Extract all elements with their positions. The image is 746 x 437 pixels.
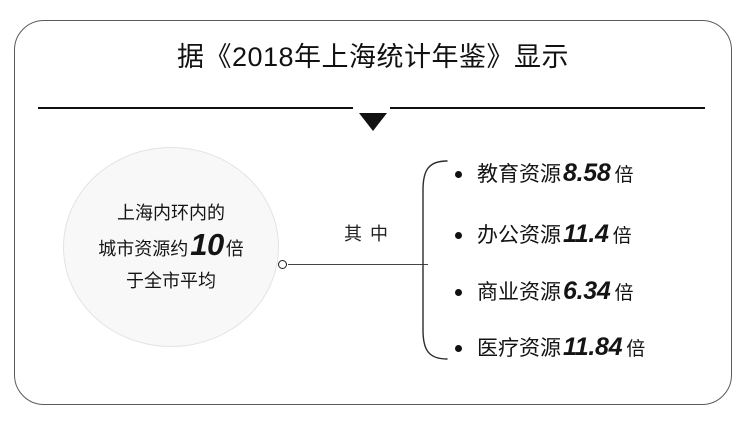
list-item-value: 6.34 — [563, 277, 611, 305]
list-item-category: 商业资源 — [477, 281, 561, 304]
circle-line-2-prefix: 城市资源约 — [98, 239, 189, 259]
list-item-unit: 倍 — [626, 339, 646, 360]
connector-line — [288, 264, 428, 265]
page-title: 据《2018年上海统计年鉴》显示 — [176, 42, 570, 72]
bullet-icon — [455, 232, 462, 239]
divider-line-right — [390, 107, 705, 109]
list-item-category: 办公资源 — [477, 224, 561, 247]
arrow-down-icon — [359, 113, 387, 131]
title-divider — [38, 101, 705, 131]
list-item-unit: 倍 — [614, 283, 634, 304]
list-item-category: 医疗资源 — [477, 337, 561, 360]
bullet-icon — [455, 345, 462, 352]
list-item-value: 11.84 — [563, 333, 623, 361]
circle-line-1: 上海内环内的 — [117, 203, 225, 223]
summary-circle — [63, 147, 279, 347]
among-label: 其中 — [344, 224, 396, 244]
list-item-unit: 倍 — [612, 226, 632, 247]
list-item-category: 教育资源 — [477, 163, 561, 186]
circle-multiplier-value: 10 — [190, 227, 224, 262]
list-item-value: 11.4 — [563, 220, 609, 248]
bullet-icon — [455, 171, 462, 178]
bullet-icon — [455, 289, 462, 296]
list-item-value: 8.58 — [563, 159, 611, 187]
curly-brace-icon — [414, 160, 448, 360]
divider-line-left — [38, 107, 353, 109]
list-item-unit: 倍 — [614, 165, 634, 186]
circle-line-3: 于全市平均 — [126, 271, 216, 291]
circle-multiplier-unit: 倍 — [225, 239, 244, 259]
connector-dot-icon — [278, 260, 287, 269]
